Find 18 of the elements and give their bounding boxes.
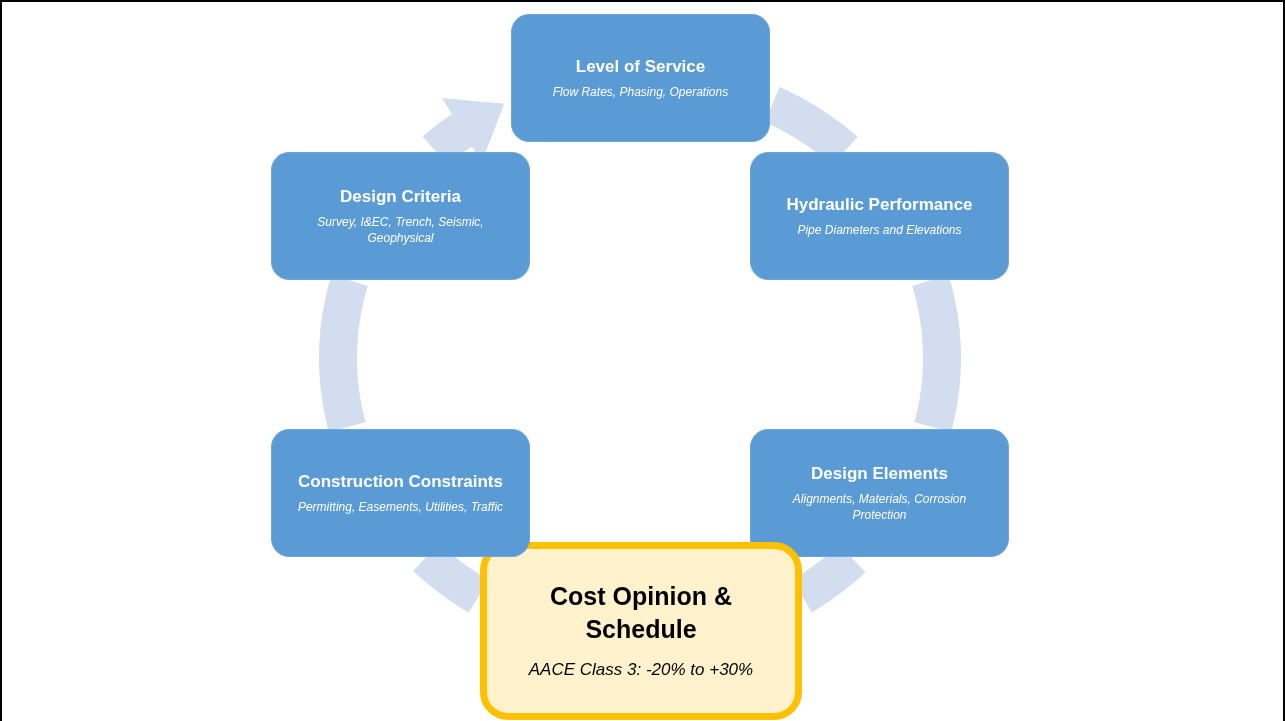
box-title: Cost Opinion & Schedule: [549, 581, 733, 645]
process-box: [750, 152, 1009, 280]
box-subtitle: Pipe Diameters and Elevations: [797, 221, 962, 239]
process-box: [271, 152, 530, 280]
box-subtitle: Permitting, Easements, Utilities, Traffic: [297, 498, 504, 516]
box-title: Construction Constraints: [298, 470, 503, 493]
box-subtitle: Flow Rates, Phasing, Operations: [552, 83, 729, 101]
box-subtitle: Alignments, Materials, Corrosion Protection: [791, 490, 968, 524]
process-box: [511, 14, 770, 142]
box-title: Hydraulic Performance: [786, 193, 973, 216]
box-subtitle: Survey, I&EC, Trench, Seismic, Geophysical: [316, 213, 485, 247]
process-box: [750, 429, 1009, 557]
highlight-box: [480, 542, 802, 720]
box-title: Design Criteria: [340, 185, 461, 208]
box-title: Level of Service: [575, 55, 706, 78]
box-title: Design Elements: [811, 462, 948, 485]
process-box: [271, 429, 530, 557]
box-subtitle: AACE Class 3: -20% to +30%: [528, 659, 754, 682]
